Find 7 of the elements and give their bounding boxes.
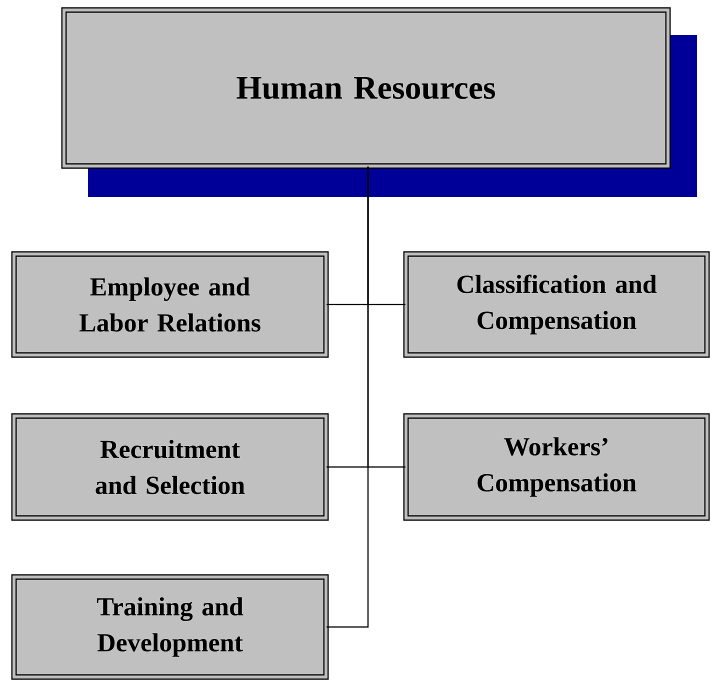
department-box: Human Resources [61,7,671,169]
department-box: Classification and Compensation [403,251,710,358]
connector-tree [326,166,406,628]
department-box: Employee and Labor Relations [11,251,329,358]
department-box: Training and Development [11,574,329,680]
department-box: Recruitment and Selection [11,413,329,521]
department-box: Workers’ Compensation [403,413,710,521]
